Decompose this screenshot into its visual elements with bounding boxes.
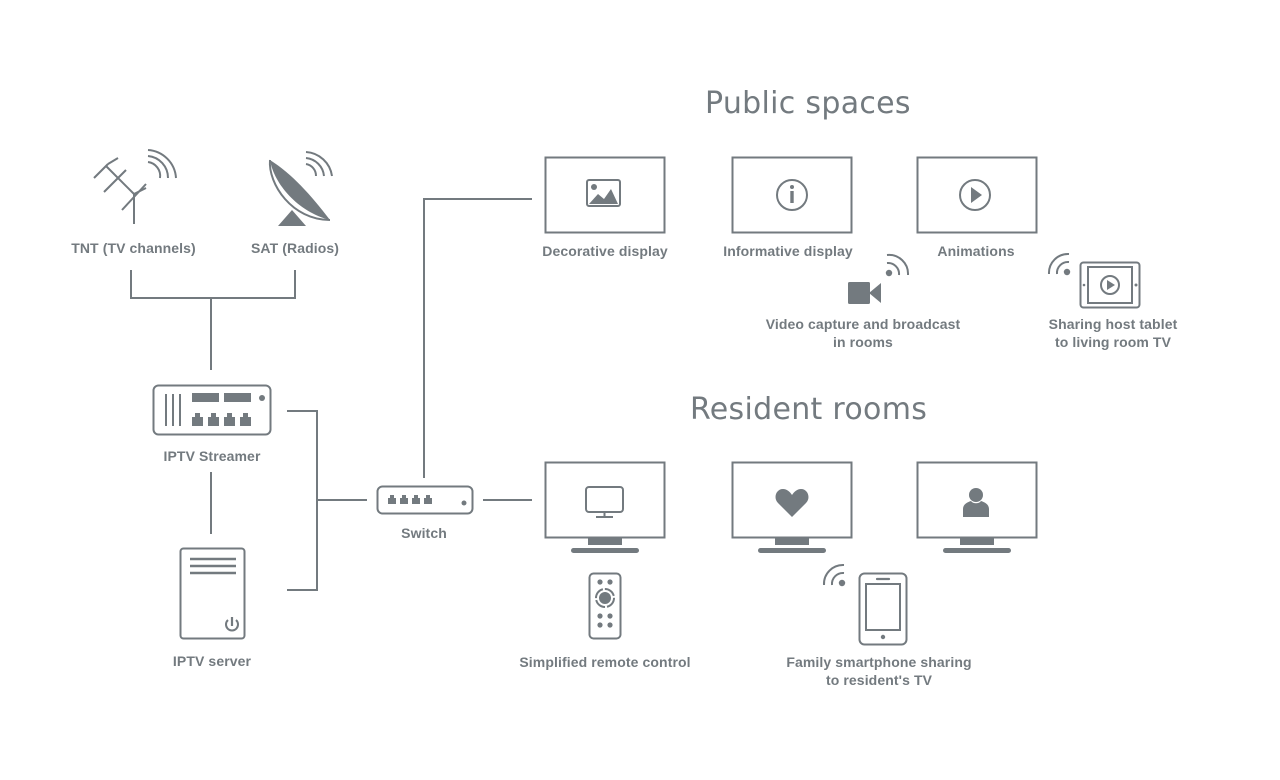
animations-display: [916, 156, 1038, 234]
resident-rooms-heading: Resident rooms: [690, 392, 928, 427]
video-camera-icon: [848, 282, 881, 304]
public-spaces-heading: Public spaces: [705, 86, 911, 121]
source-sat-label: SAT (Radios): [250, 240, 340, 256]
informative-display-label: Informative display: [723, 243, 853, 259]
connector-switch-to-public: [423, 198, 532, 478]
heart-icon: [775, 489, 809, 517]
connector-sources: [130, 270, 296, 299]
monitor-icon: [585, 486, 624, 518]
remote-control-icon: [588, 572, 622, 640]
wifi-icon: [885, 253, 910, 277]
tablet-sharing-label-line1: Sharing host tablet: [1048, 316, 1178, 332]
video-capture-label: Video capture and broadcast in rooms: [743, 315, 983, 351]
video-capture-label-line1: Video capture and broadcast: [765, 316, 961, 332]
smartphone-icon: [858, 572, 908, 646]
informative-display: [731, 156, 853, 234]
smartphone-sharing-label: Family smartphone sharing to resident's …: [764, 653, 994, 689]
user-icon: [963, 488, 989, 517]
animations-label: Animations: [937, 243, 1015, 259]
wifi-icon: [1047, 252, 1071, 276]
play-icon: [959, 179, 991, 211]
wifi-icon: [822, 563, 846, 587]
server-icon: [179, 547, 246, 640]
tablet-sharing-label-line2: to living room TV: [1054, 334, 1172, 350]
tablet-sharing-label: Sharing host tablet to living room TV: [1033, 315, 1193, 351]
remote-control-label: Simplified remote control: [519, 654, 691, 670]
video-capture-label-line2: in rooms: [833, 334, 893, 350]
streamer-icon: [152, 384, 272, 436]
iptv-server-label: IPTV server: [172, 653, 252, 669]
decorative-display-label: Decorative display: [542, 243, 668, 259]
info-icon: [776, 179, 808, 211]
satellite-dish-icon: [268, 151, 333, 226]
iptv-streamer-label: IPTV Streamer: [163, 448, 261, 464]
tablet-icon: [1079, 261, 1141, 309]
source-tnt-label: TNT (TV channels): [71, 240, 196, 256]
decorative-display: [544, 156, 666, 234]
smartphone-sharing-label-line1: Family smartphone sharing: [786, 654, 972, 670]
resident-tv-3: [916, 461, 1038, 553]
resident-tv-1: [544, 461, 666, 553]
network-switch-icon: [376, 485, 474, 515]
switch-label: Switch: [401, 525, 447, 541]
smartphone-sharing-label-line2: to resident's TV: [825, 672, 933, 688]
resident-tv-2: [731, 461, 853, 553]
antenna-icon: [93, 149, 177, 224]
connector-headend-bracket: [287, 410, 318, 591]
image-icon: [586, 179, 621, 207]
